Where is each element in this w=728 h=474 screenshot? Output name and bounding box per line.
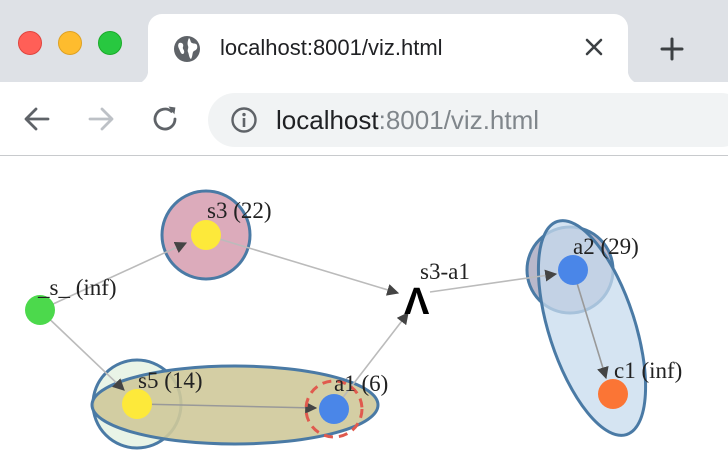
node-c1[interactable] xyxy=(598,379,628,409)
minimize-window-button[interactable] xyxy=(58,31,82,55)
info-icon[interactable] xyxy=(230,106,258,134)
group-hull-s5-a1 xyxy=(90,364,380,446)
address-bar[interactable]: localhost:8001/viz.html xyxy=(208,93,728,147)
node-a1[interactable] xyxy=(319,394,349,424)
label-a1: a1 (6) xyxy=(334,371,388,396)
edge-s_-s5 xyxy=(39,309,125,391)
tab-strip: localhost:8001/viz.html xyxy=(0,0,728,84)
close-window-button[interactable] xyxy=(18,31,42,55)
edge-junction-a2 xyxy=(429,269,558,293)
tab-title: localhost:8001/viz.html xyxy=(220,35,443,60)
node-s5[interactable] xyxy=(122,389,152,419)
maximize-window-button[interactable] xyxy=(98,31,122,55)
label-junction: s3-a1 xyxy=(420,259,470,284)
node-a2[interactable] xyxy=(558,255,588,285)
label-s5: s5 (14) xyxy=(138,368,203,393)
label-s_: _s_ (inf) xyxy=(37,275,117,300)
node-s3[interactable] xyxy=(191,220,221,250)
edge-a1-junction xyxy=(333,312,409,410)
label-s3: s3 (22) xyxy=(207,198,272,223)
arrow-right-icon[interactable] xyxy=(84,102,118,136)
label-a2: a2 (29) xyxy=(573,234,639,259)
edge-a2-c1 xyxy=(572,269,609,380)
reload-icon[interactable] xyxy=(148,102,182,136)
browser-tab[interactable]: localhost:8001/viz.html xyxy=(134,14,642,84)
plus-icon[interactable] xyxy=(656,33,688,65)
edge-s_-s3 xyxy=(39,242,188,311)
globe-icon xyxy=(174,36,200,62)
label-c1: c1 (inf) xyxy=(614,358,682,383)
edge-s3-junction xyxy=(205,234,400,296)
browser-toolbar: localhost:8001/viz.html xyxy=(0,82,728,156)
junction-symbol: Λ xyxy=(404,281,430,323)
close-icon[interactable] xyxy=(580,33,608,61)
url-text[interactable]: localhost:8001/viz.html xyxy=(276,104,539,136)
arrow-left-icon[interactable] xyxy=(20,102,54,136)
graph-visualization: Λ _s_ (inf) s3 (22) s5 (14) a1 (6) s3-a1… xyxy=(25,189,682,450)
edge-s5-a1 xyxy=(136,401,318,414)
url-path: :8001/viz.html xyxy=(378,105,540,135)
url-host: localhost xyxy=(276,105,379,135)
node-s_[interactable] xyxy=(25,295,55,325)
target-ring-a1 xyxy=(304,379,364,439)
